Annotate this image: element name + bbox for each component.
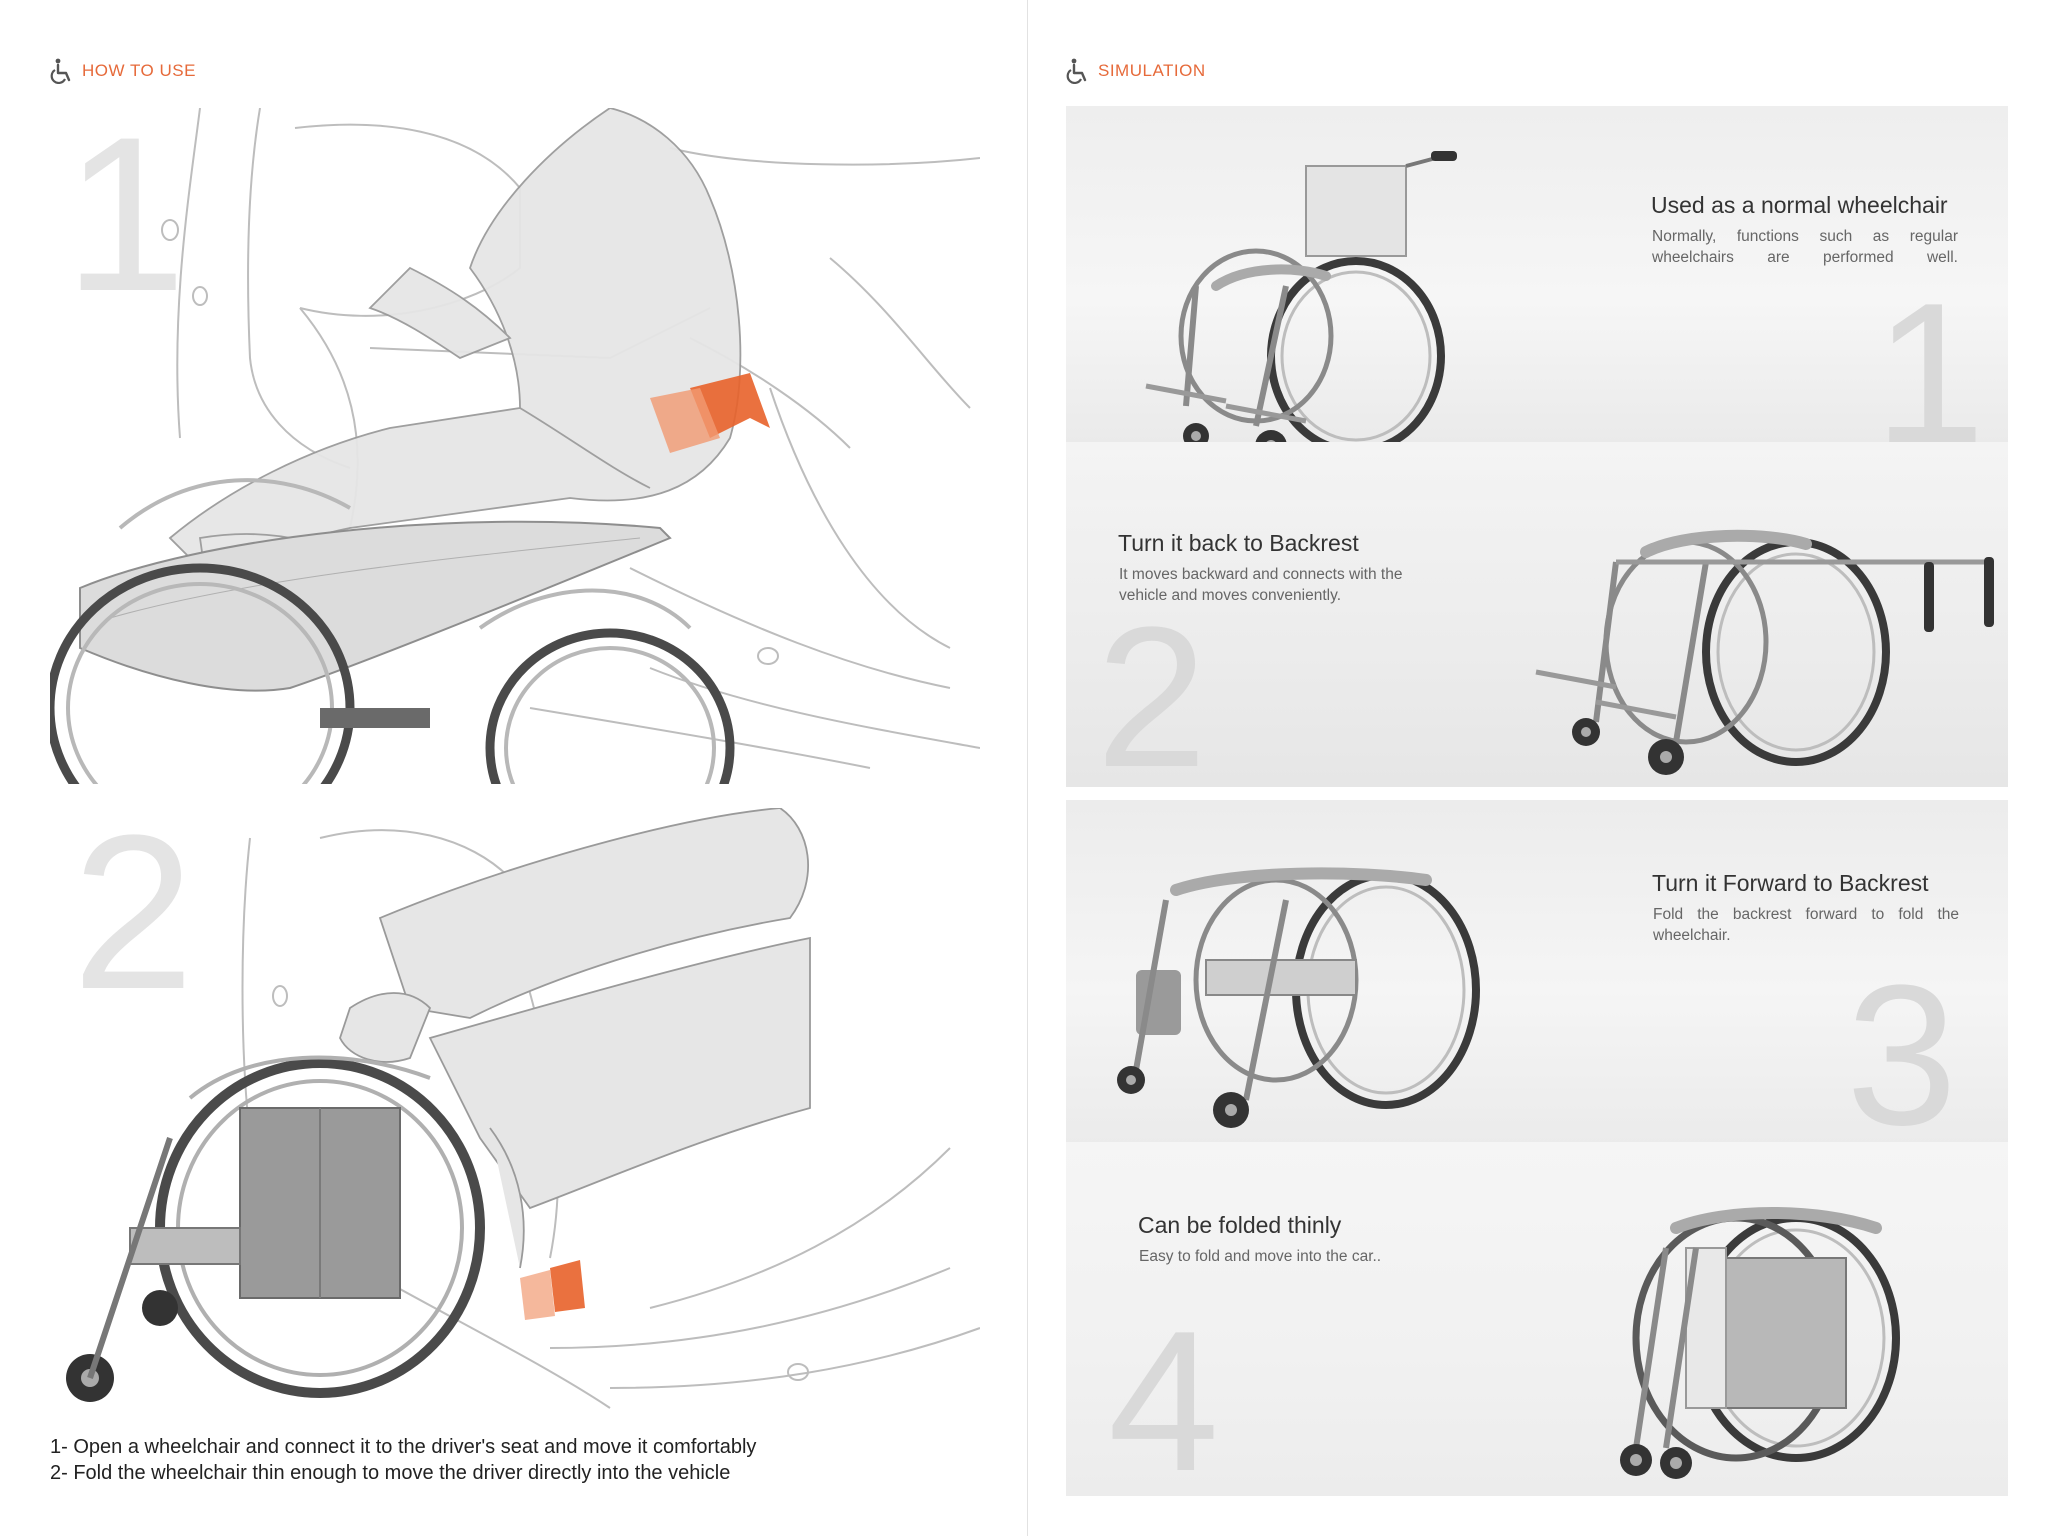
panel-1-desc: Normally, functions such as regular whee… [1652,228,1958,266]
car-seat-sketch-1 [50,108,980,784]
panel-2-number: 2 [1096,586,1208,788]
panel-2-desc: It moves backward and connects with the … [1119,566,1403,604]
panel-3-title: Turn it Forward to Backrest [1652,870,1929,896]
panel-3-desc: Fold the backrest forward to fold the wh… [1653,906,1959,944]
how-to-use-caption: 1- Open a wheelchair and connect it to t… [50,1434,756,1486]
step-number-1: 1 [64,108,187,337]
how-to-use-header: HOW TO USE [50,58,196,84]
wheelchair-render-1 [1145,151,1457,456]
car-seat-sketch-2 [66,808,980,1409]
simulation-panel-1: Used as a normal wheelchair Normally, fu… [1066,106,2008,458]
caption-line-1: 1- Open a wheelchair and connect it to t… [50,1436,757,1458]
panel-4-number: 4 [1108,1290,1220,1497]
step-number-2: 2 [72,808,195,1035]
wheelchair-icon [50,58,74,84]
caption-line-2: 2- Fold the wheelchair thin enough to mo… [50,1462,731,1484]
simulation-header: SIMULATION [1066,58,1206,84]
simulation-label: SIMULATION [1098,61,1206,80]
panel-4-title: Can be folded thinly [1138,1212,1342,1238]
panel-3-number: 3 [1846,944,1958,1146]
simulation-panel-4: Can be folded thinly Easy to fold and mo… [1066,1142,2008,1496]
illustration-step-2: 2 [50,808,980,1428]
wheelchair-render-2 [1535,529,1994,775]
simulation-panel-3: Turn it Forward to Backrest Fold the bac… [1066,800,2008,1145]
panel-1-number: 1 [1874,262,1986,459]
panel-2-title: Turn it back to Backrest [1118,530,1359,556]
simulation-panel-2: 2 Turn it back to Backrest It moves back… [1066,442,2008,787]
page-divider [1027,0,1028,1536]
wheelchair-render-4 [1620,1207,1900,1479]
wheelchair-icon [1066,58,1090,84]
how-to-use-label: HOW TO USE [82,61,196,80]
illustration-step-1: 1 [50,108,980,784]
panel-1-title: Used as a normal wheelchair [1651,192,1948,218]
wheelchair-render-3 [1117,867,1480,1128]
panel-4-desc: Easy to fold and move into the car.. [1139,1248,1382,1265]
